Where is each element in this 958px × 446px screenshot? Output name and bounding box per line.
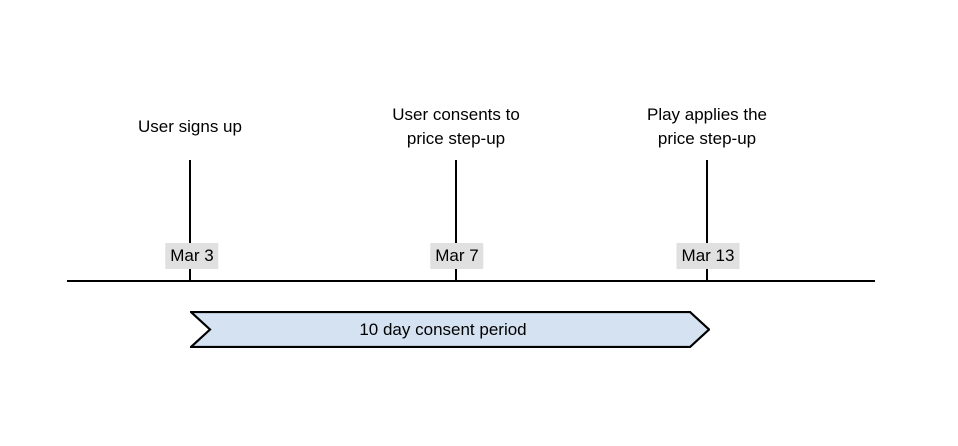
date-chip-event-1: Mar 3 [165, 243, 219, 269]
event-caption-1: User signs up [138, 115, 242, 139]
event-caption-3-line-2: price step-up [657, 129, 757, 148]
consent-period-label: 10 day consent period [359, 319, 527, 339]
event-caption-1-line-1: User signs up [138, 117, 242, 136]
event-caption-2-line-1: User consents to [392, 105, 520, 124]
tick-line-event-3 [706, 160, 708, 281]
consent-period-banner: 10 day consent period [190, 311, 710, 348]
tick-line-event-2 [455, 160, 457, 281]
date-chip-event-2: Mar 7 [430, 243, 484, 269]
timeline-axis [67, 280, 875, 282]
tick-line-event-1 [189, 160, 191, 281]
date-chip-event-3: Mar 13 [676, 243, 740, 269]
event-caption-3: Play applies the price step-up [647, 103, 767, 151]
event-caption-2: User consents to price step-up [392, 103, 520, 151]
consent-period-arrow-shape [190, 311, 710, 348]
event-caption-3-line-1: Play applies the [646, 105, 768, 124]
event-caption-2-line-2: price step-up [406, 129, 506, 148]
